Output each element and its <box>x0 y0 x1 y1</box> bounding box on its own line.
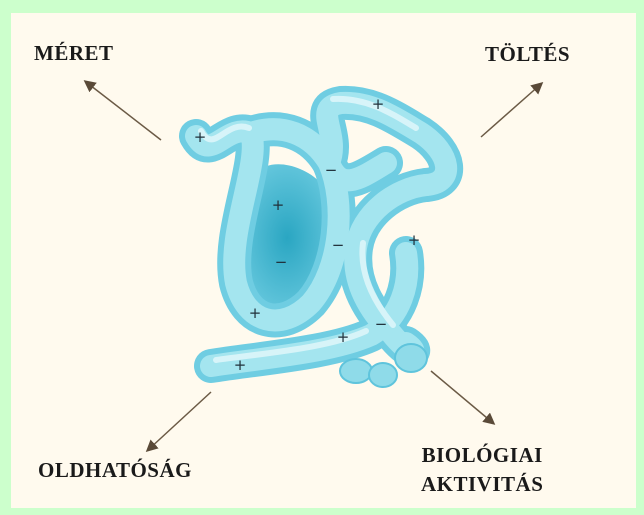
arrow-size <box>86 82 161 140</box>
charge-sign: + <box>194 128 207 146</box>
label-size: MÉRET <box>34 41 114 66</box>
charge-sign: + <box>372 95 385 113</box>
arrow-activity <box>431 371 493 423</box>
diagram-panel: + + − + − − + + + − + MÉRET TÖLTÉS OLDHA… <box>11 13 636 508</box>
charge-sign: + <box>234 356 247 374</box>
label-activity-line2: AKTIVITÁS <box>421 470 543 499</box>
protein-lobe <box>369 363 397 387</box>
charge-sign: + <box>249 304 262 322</box>
label-activity-line1: BIOLÓGIAI <box>421 441 543 470</box>
arrow-charge <box>481 84 541 137</box>
arrow-solubility <box>148 392 211 450</box>
charge-sign: + <box>337 328 350 346</box>
charge-sign: − <box>332 236 345 254</box>
protein-illustration: + + − + − − + + + − + <box>11 13 636 508</box>
protein-lobe <box>395 344 427 372</box>
charge-sign: + <box>408 231 421 249</box>
label-biological-activity: BIOLÓGIAI AKTIVITÁS <box>421 441 543 499</box>
charge-sign: − <box>325 161 338 179</box>
charge-sign: − <box>375 315 388 333</box>
protein-lobe <box>340 359 372 383</box>
charge-sign: + <box>272 196 285 214</box>
label-charge: TÖLTÉS <box>485 42 570 67</box>
label-solubility: OLDHATÓSÁG <box>38 458 192 483</box>
charge-sign: − <box>275 253 288 271</box>
